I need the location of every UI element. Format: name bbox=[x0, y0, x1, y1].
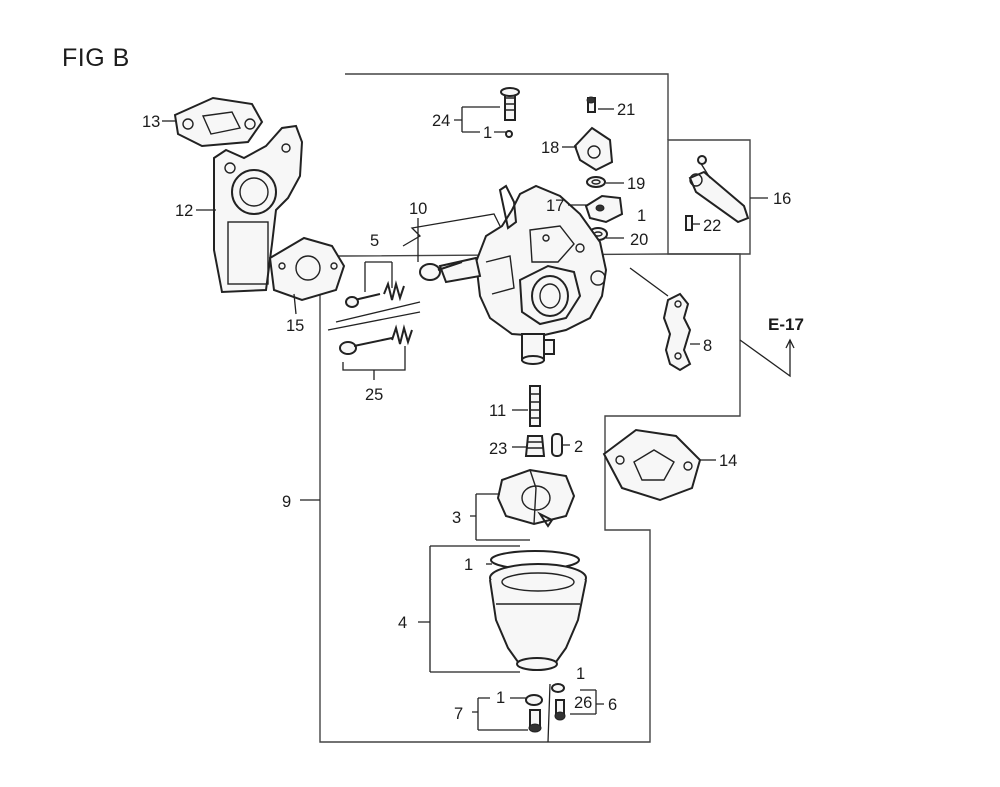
callout-5: 5 bbox=[370, 232, 379, 250]
part-3-float bbox=[496, 468, 576, 528]
part-24-screw bbox=[500, 87, 520, 138]
part-7-drain-bolt bbox=[525, 694, 543, 733]
callout-1-drain: 1 bbox=[496, 689, 505, 707]
callout-11: 11 bbox=[489, 402, 506, 420]
callout-21: 21 bbox=[617, 101, 635, 119]
part-23-main-jet bbox=[524, 435, 546, 457]
part-25-screw-set bbox=[339, 324, 413, 355]
part-17-valve bbox=[584, 194, 624, 224]
reference-e17: E-17 bbox=[768, 315, 804, 334]
choke-kit-frame bbox=[667, 139, 751, 255]
callout-6: 6 bbox=[608, 696, 617, 714]
part-10-pilot-screw bbox=[419, 261, 463, 281]
part-21-screw bbox=[586, 96, 596, 113]
callout-23: 23 bbox=[489, 440, 507, 458]
callout-labels: 13 12 15 24 1 21 18 19 17 1 20 16 22 10 … bbox=[142, 101, 804, 723]
callout-2: 2 bbox=[574, 438, 583, 456]
callout-1-bowl: 1 bbox=[464, 556, 473, 574]
part-14-gasket bbox=[602, 428, 702, 502]
callout-20: 20 bbox=[630, 231, 648, 249]
callout-4: 4 bbox=[398, 614, 407, 632]
callout-26: 26 bbox=[574, 694, 592, 712]
part-18-cover bbox=[573, 126, 614, 172]
callout-14: 14 bbox=[719, 452, 737, 470]
part-26-bolt bbox=[551, 683, 566, 721]
carburetor-body bbox=[438, 184, 608, 365]
part-4-float-bowl bbox=[489, 563, 587, 671]
part-22-clip bbox=[685, 215, 693, 231]
part-5-throttle-screw bbox=[345, 280, 405, 308]
callout-16: 16 bbox=[773, 190, 791, 208]
part-8-gasket bbox=[662, 292, 692, 372]
figure-title: FIG B bbox=[62, 44, 130, 72]
leader-lines bbox=[162, 106, 795, 743]
callout-1-top: 1 bbox=[483, 124, 492, 142]
callout-15: 15 bbox=[286, 317, 304, 335]
part-2-float-valve bbox=[551, 433, 563, 457]
callout-19: 19 bbox=[627, 175, 645, 193]
callout-12: 12 bbox=[175, 202, 193, 220]
callout-1-bolt: 1 bbox=[576, 665, 585, 683]
callout-13: 13 bbox=[142, 113, 160, 131]
part-16-choke-rod bbox=[688, 155, 750, 224]
part-19-washer bbox=[586, 176, 606, 188]
callout-9: 9 bbox=[282, 493, 291, 511]
callout-18: 18 bbox=[541, 139, 559, 157]
callout-25: 25 bbox=[365, 386, 383, 404]
part-13-gasket bbox=[173, 96, 264, 148]
callout-22: 22 bbox=[703, 217, 721, 235]
callout-8: 8 bbox=[703, 337, 712, 355]
part-11-main-nozzle bbox=[529, 385, 541, 427]
callout-17: 17 bbox=[546, 197, 564, 215]
callout-24: 24 bbox=[432, 112, 450, 130]
callout-10: 10 bbox=[409, 200, 427, 218]
callout-3: 3 bbox=[452, 509, 461, 527]
callout-7: 7 bbox=[454, 705, 463, 723]
part-12-insulator-plate bbox=[213, 124, 304, 294]
part-15-gasket bbox=[268, 236, 346, 302]
callout-1-carb: 1 bbox=[637, 207, 646, 225]
